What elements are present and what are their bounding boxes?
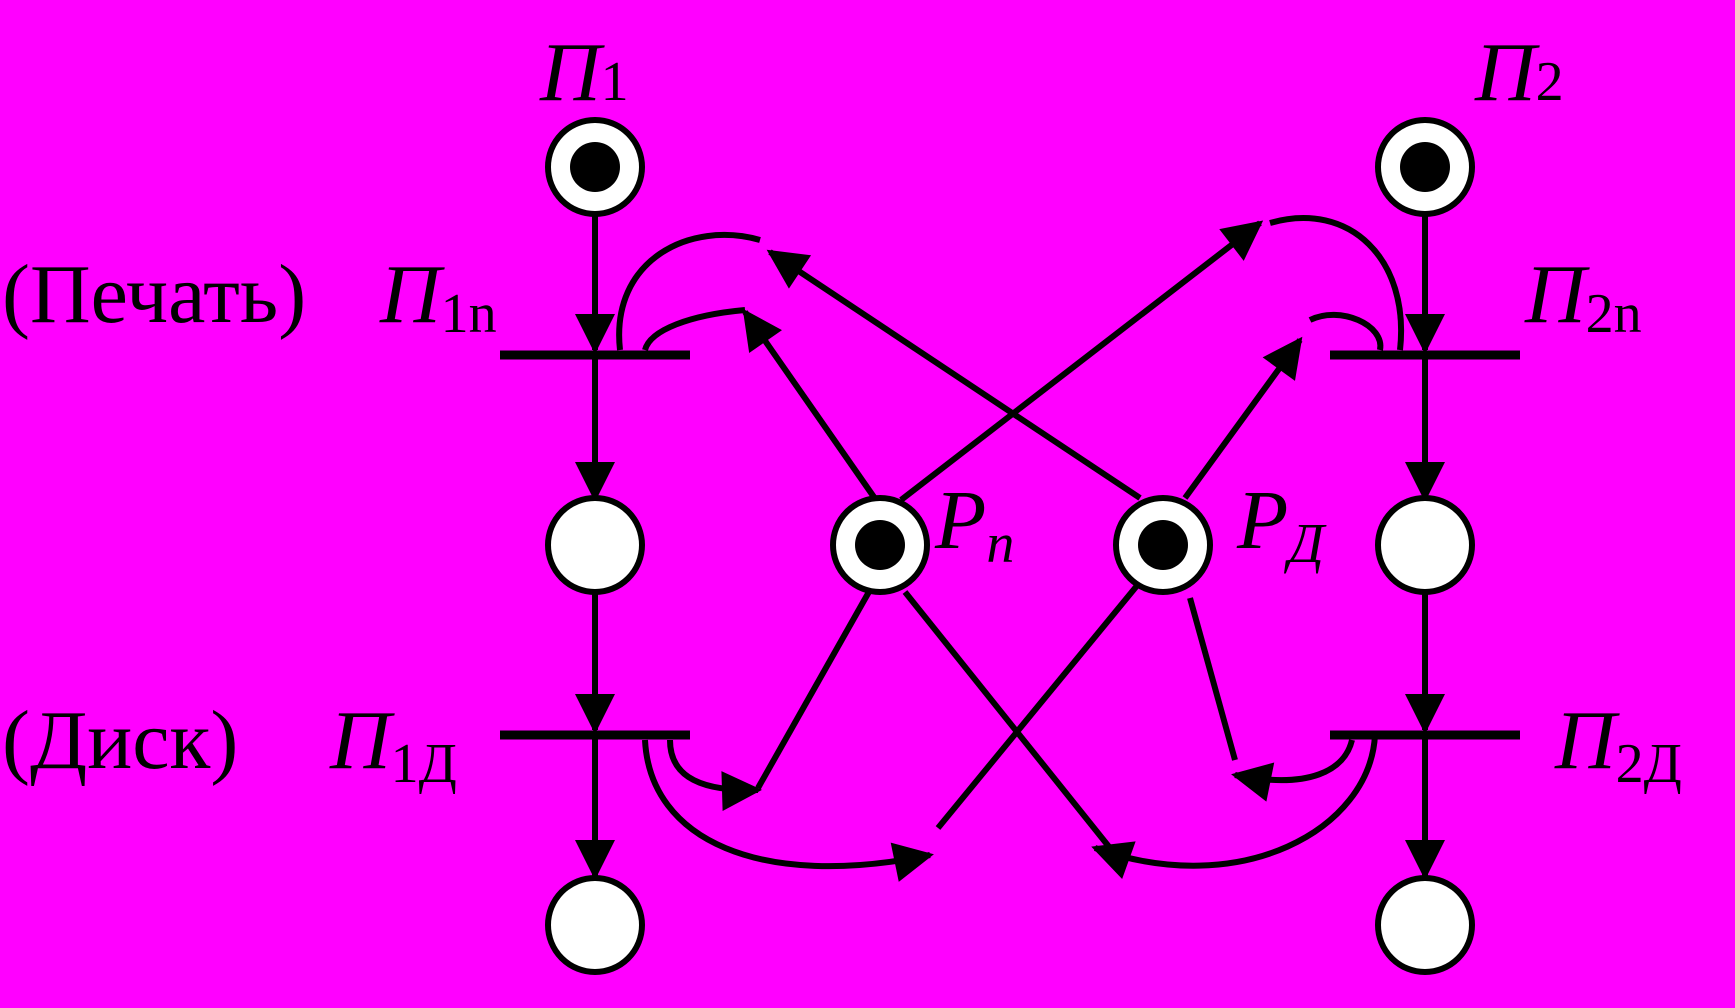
label-pn: Pn: [934, 474, 1014, 575]
arc-t2d-curve-outer: [1091, 734, 1378, 879]
note-disk: (Диск): [2, 694, 238, 787]
label-pd: PД: [1236, 474, 1327, 575]
arc-pn-back-from-t2d: [902, 590, 1113, 850]
arc-t2d-curve-inner: [1231, 739, 1355, 802]
place-p2: [1375, 117, 1475, 217]
label-p1: П1: [539, 26, 629, 119]
arc-pd-back-from-t1d: [935, 580, 1143, 830]
arc-pd-to-t2d: [1187, 597, 1238, 761]
token: [570, 142, 620, 192]
arc-t2n-curve-outer: [1269, 215, 1405, 351]
arc-pd-to-t2n: [1182, 336, 1303, 500]
place-p1-mid: [545, 495, 645, 595]
label-t2n: П2n: [1524, 248, 1642, 345]
place-resource-printer: [830, 495, 930, 595]
arc-t1n-curve-outer: [616, 232, 761, 351]
arc-pn-to-t1n: [742, 308, 879, 502]
token: [855, 520, 905, 570]
place-p2-mid: [1375, 495, 1475, 595]
label-t1n: П1n: [379, 248, 497, 345]
place-p2-bottom: [1375, 875, 1475, 975]
place-resource-disk: [1113, 495, 1213, 595]
label-p2: П2: [1474, 26, 1564, 119]
arc-pd-to-t1n: [766, 249, 1142, 501]
arc-t1d-curve-inner: [667, 739, 762, 812]
arc-t1n-curve-inner: [642, 307, 746, 352]
token: [1400, 142, 1450, 192]
arc-t1d-curve-outer: [642, 739, 934, 882]
note-print: (Печать): [2, 248, 306, 341]
place-p1: [545, 117, 645, 217]
arc-t2n-curve-inner: [1308, 311, 1384, 351]
arc-pn-back-from-t1d: [755, 588, 873, 790]
token: [1138, 520, 1188, 570]
label-t2d: П2Д: [1554, 694, 1682, 795]
place-p1-bottom: [545, 875, 645, 975]
label-t1d: П1Д: [329, 694, 457, 795]
arc-pn-to-t2n: [899, 220, 1264, 503]
